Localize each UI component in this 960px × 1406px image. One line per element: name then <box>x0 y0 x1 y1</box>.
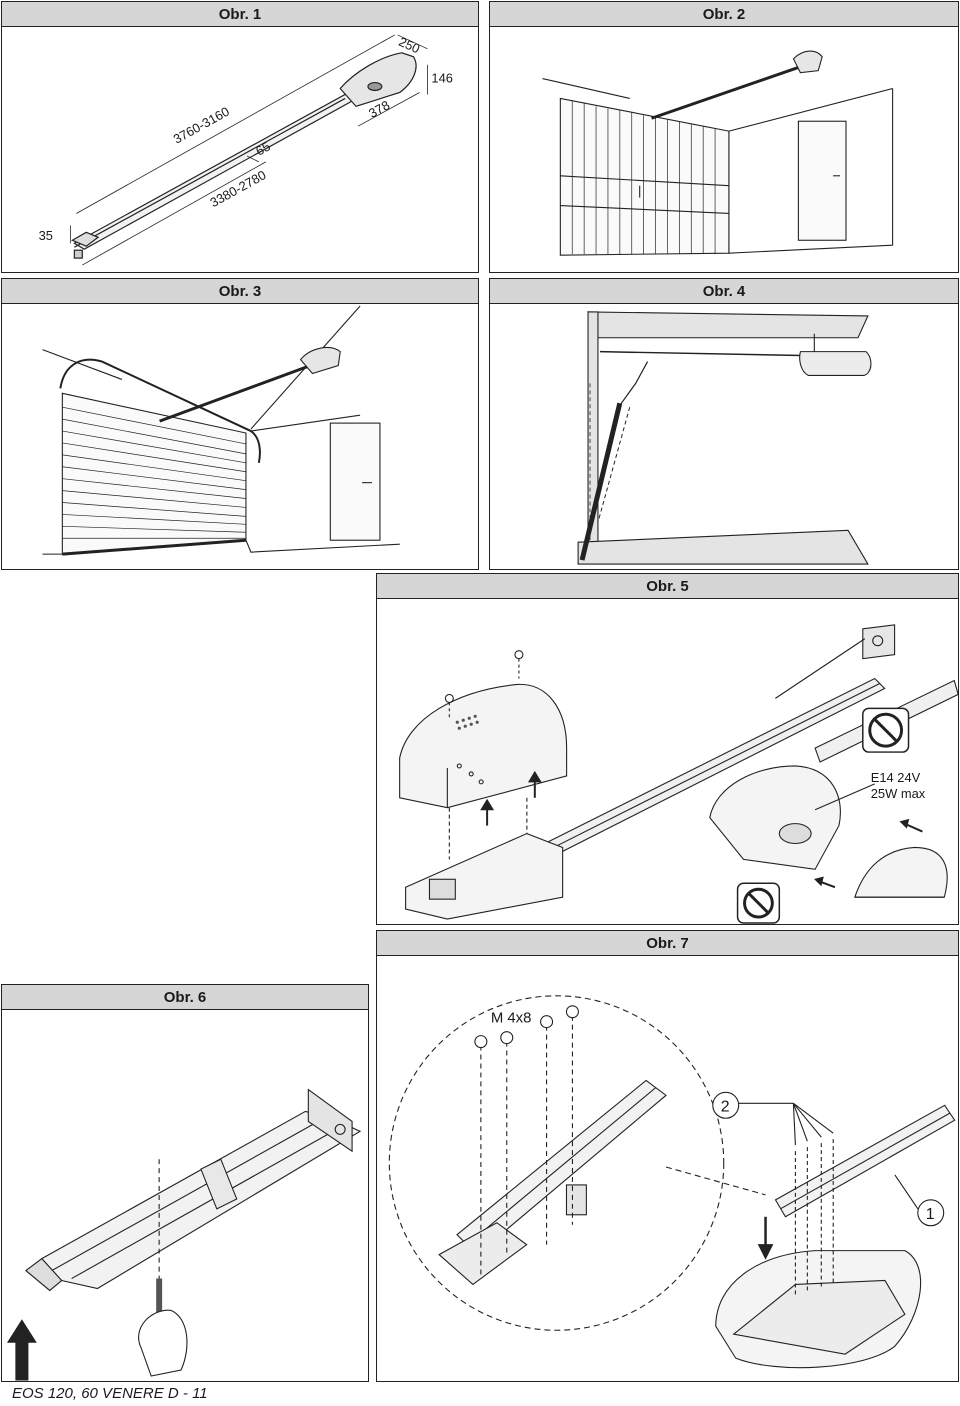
side-section-svg <box>577 311 872 565</box>
figure-title: Obr. 2 <box>490 2 958 27</box>
cover-removal-drawing: E14 24V 25W max <box>377 599 958 924</box>
lamp-spec-line1: E14 24V <box>871 770 921 785</box>
dim-146: 146 <box>431 71 452 86</box>
figure-obr6: Obr. 6 <box>1 984 369 1382</box>
dim-35: 35 <box>39 228 53 243</box>
up-and-over-door-svg <box>542 50 894 256</box>
figure-obr3: Obr. 3 <box>1 278 479 570</box>
cover-removal-svg: E14 24V 25W max <box>399 624 958 924</box>
page-footer: EOS 120, 60 VENERE D - 11 <box>12 1385 208 1402</box>
lamp-spec-line2: 25W max <box>871 786 926 801</box>
figure-title: Obr. 5 <box>377 574 958 599</box>
dim-3760: 3760-3160 <box>171 104 232 147</box>
figure-title: Obr. 1 <box>2 2 478 27</box>
figure-title: Obr. 6 <box>2 985 368 1010</box>
figure-obr4: Obr. 4 <box>489 278 959 570</box>
rail-assembly-drawing <box>2 1010 368 1381</box>
up-and-over-door-drawing <box>490 27 958 272</box>
figure-title: Obr. 4 <box>490 279 958 304</box>
figure-title: Obr. 3 <box>2 279 478 304</box>
sectional-door-drawing <box>2 304 478 569</box>
motor-mounting-drawing: M 4x8 2 1 <box>377 956 958 1381</box>
figure-obr2: Obr. 2 <box>489 1 959 273</box>
figure-title: Obr. 7 <box>377 931 958 956</box>
sectional-door-svg <box>42 305 400 556</box>
rail-dimensions-drawing: 250 146 378 3760-3160 65 3380-2780 35 <box>2 27 478 272</box>
screw-spec: M 4x8 <box>491 1010 532 1027</box>
figure-obr5: Obr. 5 <box>376 573 959 925</box>
motor-mounting-svg: M 4x8 2 1 <box>388 995 956 1369</box>
rail-assembly-svg <box>6 1088 362 1381</box>
callout-2: 2 <box>721 1098 730 1115</box>
rail-dimensions-svg: 250 146 378 3760-3160 65 3380-2780 35 <box>39 34 453 266</box>
figure-obr7: Obr. 7 <box>376 930 959 1382</box>
figure-obr1: Obr. 1 250 146 <box>1 1 479 273</box>
dim-65: 65 <box>253 139 273 159</box>
side-section-drawing <box>490 304 958 569</box>
callout-1: 1 <box>926 1206 935 1223</box>
